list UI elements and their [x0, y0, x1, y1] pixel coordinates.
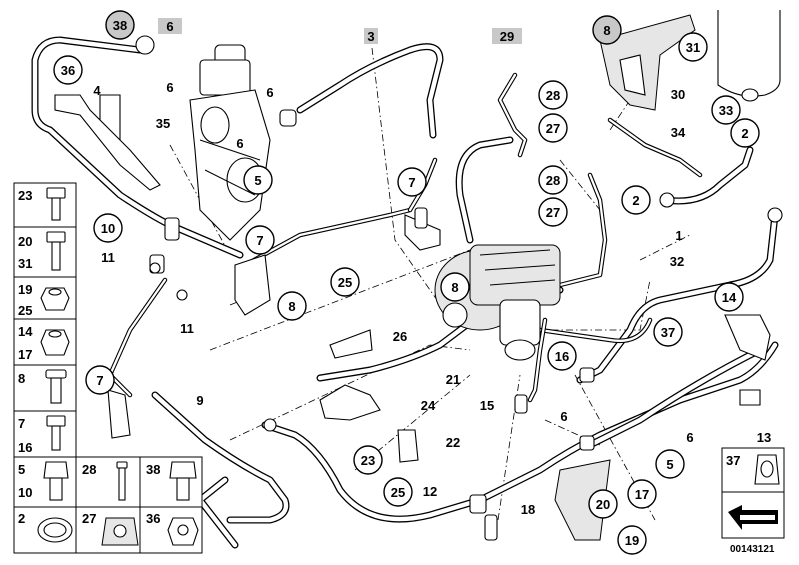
label-34: 34 [671, 125, 686, 140]
screw-icon [116, 461, 128, 501]
grommet-icon [754, 454, 780, 485]
legend-20: 20 [18, 234, 32, 249]
label-27-a: 27 [546, 121, 560, 136]
label-13: 13 [757, 430, 771, 445]
label-8-pump: 8 [451, 280, 458, 295]
legend-17: 17 [18, 347, 32, 362]
legend-38: 38 [146, 462, 160, 477]
label-19: 19 [625, 533, 639, 548]
heat-shield-bracket [599, 14, 696, 111]
nut-icon [40, 329, 70, 356]
legend-37: 37 [726, 453, 740, 468]
legend-25: 25 [18, 303, 32, 318]
connectors [135, 35, 783, 541]
fastener-legend: 23 20 31 19 25 14 17 8 7 16 5 10 28 38 2… [13, 182, 203, 554]
label-28-a: 28 [546, 88, 560, 103]
legend-36: 36 [146, 511, 160, 526]
reservoir [717, 10, 781, 102]
label-7-low: 7 [96, 373, 103, 388]
callouts: 38 6 36 4 6 35 3 6 6 5 29 28 27 28 27 7 … [53, 10, 771, 555]
label-27-b: 27 [546, 205, 560, 220]
label-7-mid: 7 [256, 233, 263, 248]
steering-gear [189, 44, 271, 241]
label-28-b: 28 [546, 173, 560, 188]
label-21: 21 [446, 372, 460, 387]
clamp-icon [37, 517, 73, 543]
banjo-bolt-icon [43, 461, 69, 501]
label-9: 9 [196, 393, 203, 408]
label-6-e: 6 [686, 430, 693, 445]
label-2-mid: 2 [632, 193, 639, 208]
label-11-b: 11 [180, 321, 194, 336]
label-6-b: 6 [266, 85, 273, 100]
label-18: 18 [521, 502, 535, 517]
label-5-low: 5 [666, 457, 673, 472]
nut-icon [167, 517, 199, 546]
label-4: 4 [93, 83, 101, 98]
legend-10: 10 [18, 485, 32, 500]
legend-27: 27 [82, 511, 96, 526]
label-2-top: 2 [741, 126, 748, 141]
label-16: 16 [555, 349, 569, 364]
legend-8: 8 [18, 371, 25, 386]
label-5-top: 5 [254, 173, 261, 188]
legend-2: 2 [18, 511, 25, 526]
label-38-top: 38 [113, 18, 127, 33]
diagram-reference-number: 00143121 [730, 544, 775, 555]
nut-icon [40, 287, 70, 311]
label-33: 33 [719, 103, 733, 118]
bolt-icon [46, 187, 66, 221]
label-23-diag: 23 [361, 453, 375, 468]
label-37: 37 [661, 325, 675, 340]
label-6-top: 6 [166, 19, 173, 34]
bolt-icon [46, 415, 66, 451]
label-26: 26 [393, 329, 407, 344]
legend-31: 31 [18, 256, 32, 271]
bolt-icon [46, 231, 66, 271]
label-14: 14 [722, 290, 737, 305]
label-24: 24 [421, 398, 436, 413]
label-6-d: 6 [560, 409, 567, 424]
label-36: 36 [61, 63, 75, 78]
label-12: 12 [423, 484, 437, 499]
label-15: 15 [480, 398, 494, 413]
label-8-bracket: 8 [288, 299, 295, 314]
legend-5: 5 [18, 462, 25, 477]
label-6-c: 6 [236, 136, 243, 151]
label-1: 1 [675, 228, 682, 243]
brackets [54, 94, 771, 541]
label-25-low: 25 [391, 485, 405, 500]
cable-tie [607, 117, 703, 178]
legend-14: 14 [18, 324, 33, 339]
label-7-top: 7 [408, 175, 415, 190]
label-11-a: 11 [101, 250, 115, 265]
label-35: 35 [156, 116, 170, 131]
legend-28: 28 [82, 462, 96, 477]
rivet-icon [45, 369, 67, 404]
label-3: 3 [367, 29, 374, 44]
legend-7: 7 [18, 416, 25, 431]
legend-19: 19 [18, 282, 32, 297]
label-32: 32 [670, 254, 684, 269]
banjo-bolt-icon [169, 461, 197, 501]
label-6-a: 6 [166, 80, 173, 95]
arrow-icon [728, 505, 778, 530]
label-31: 31 [686, 40, 700, 55]
grommet-icon [101, 517, 139, 546]
label-17: 17 [635, 487, 649, 502]
legend-16: 16 [18, 440, 32, 455]
label-22: 22 [446, 435, 460, 450]
grommet-legend: 37 00143121 [721, 447, 785, 555]
label-25-mid: 25 [338, 275, 352, 290]
legend-23: 23 [18, 188, 32, 203]
label-30: 30 [671, 87, 685, 102]
label-8-top: 8 [603, 23, 610, 38]
pump-assembly [434, 244, 561, 361]
label-29: 29 [500, 29, 514, 44]
label-10: 10 [101, 221, 115, 236]
label-20: 20 [596, 497, 610, 512]
